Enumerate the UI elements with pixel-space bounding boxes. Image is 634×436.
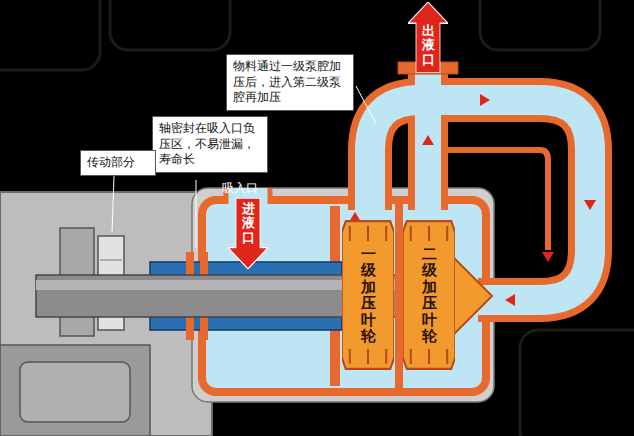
impeller: 二级加压叶轮	[403, 220, 455, 370]
vertical-label: 二级加压叶轮	[422, 246, 437, 345]
callout-box: 传动部分	[80, 150, 156, 176]
stage-divider	[395, 200, 403, 390]
inlet-arrow: 进液口	[228, 198, 268, 269]
vertical-label: 出液口	[422, 24, 435, 73]
part-label: 吸入口	[222, 180, 258, 197]
vertical-label: 进液口	[242, 198, 255, 269]
callout-text: 物料通过一级泵腔加压后，进入第二级泵腔再加压	[233, 59, 347, 106]
nose-cone	[454, 258, 492, 334]
vertical-label: 一级加压叶轮	[361, 246, 376, 345]
callout-box: 物料通过一级泵腔加压后，进入第二级泵腔再加压	[226, 54, 354, 111]
outlet-arrow: 出液口	[408, 2, 448, 73]
callout-box: 轴密封在吸入口负压区，不易泄漏，寿命长	[152, 116, 268, 173]
impeller: 一级加压叶轮	[342, 220, 394, 370]
callout-text: 轴密封在吸入口负压区，不易泄漏，寿命长	[159, 121, 261, 168]
callout-text: 传动部分	[87, 155, 149, 171]
